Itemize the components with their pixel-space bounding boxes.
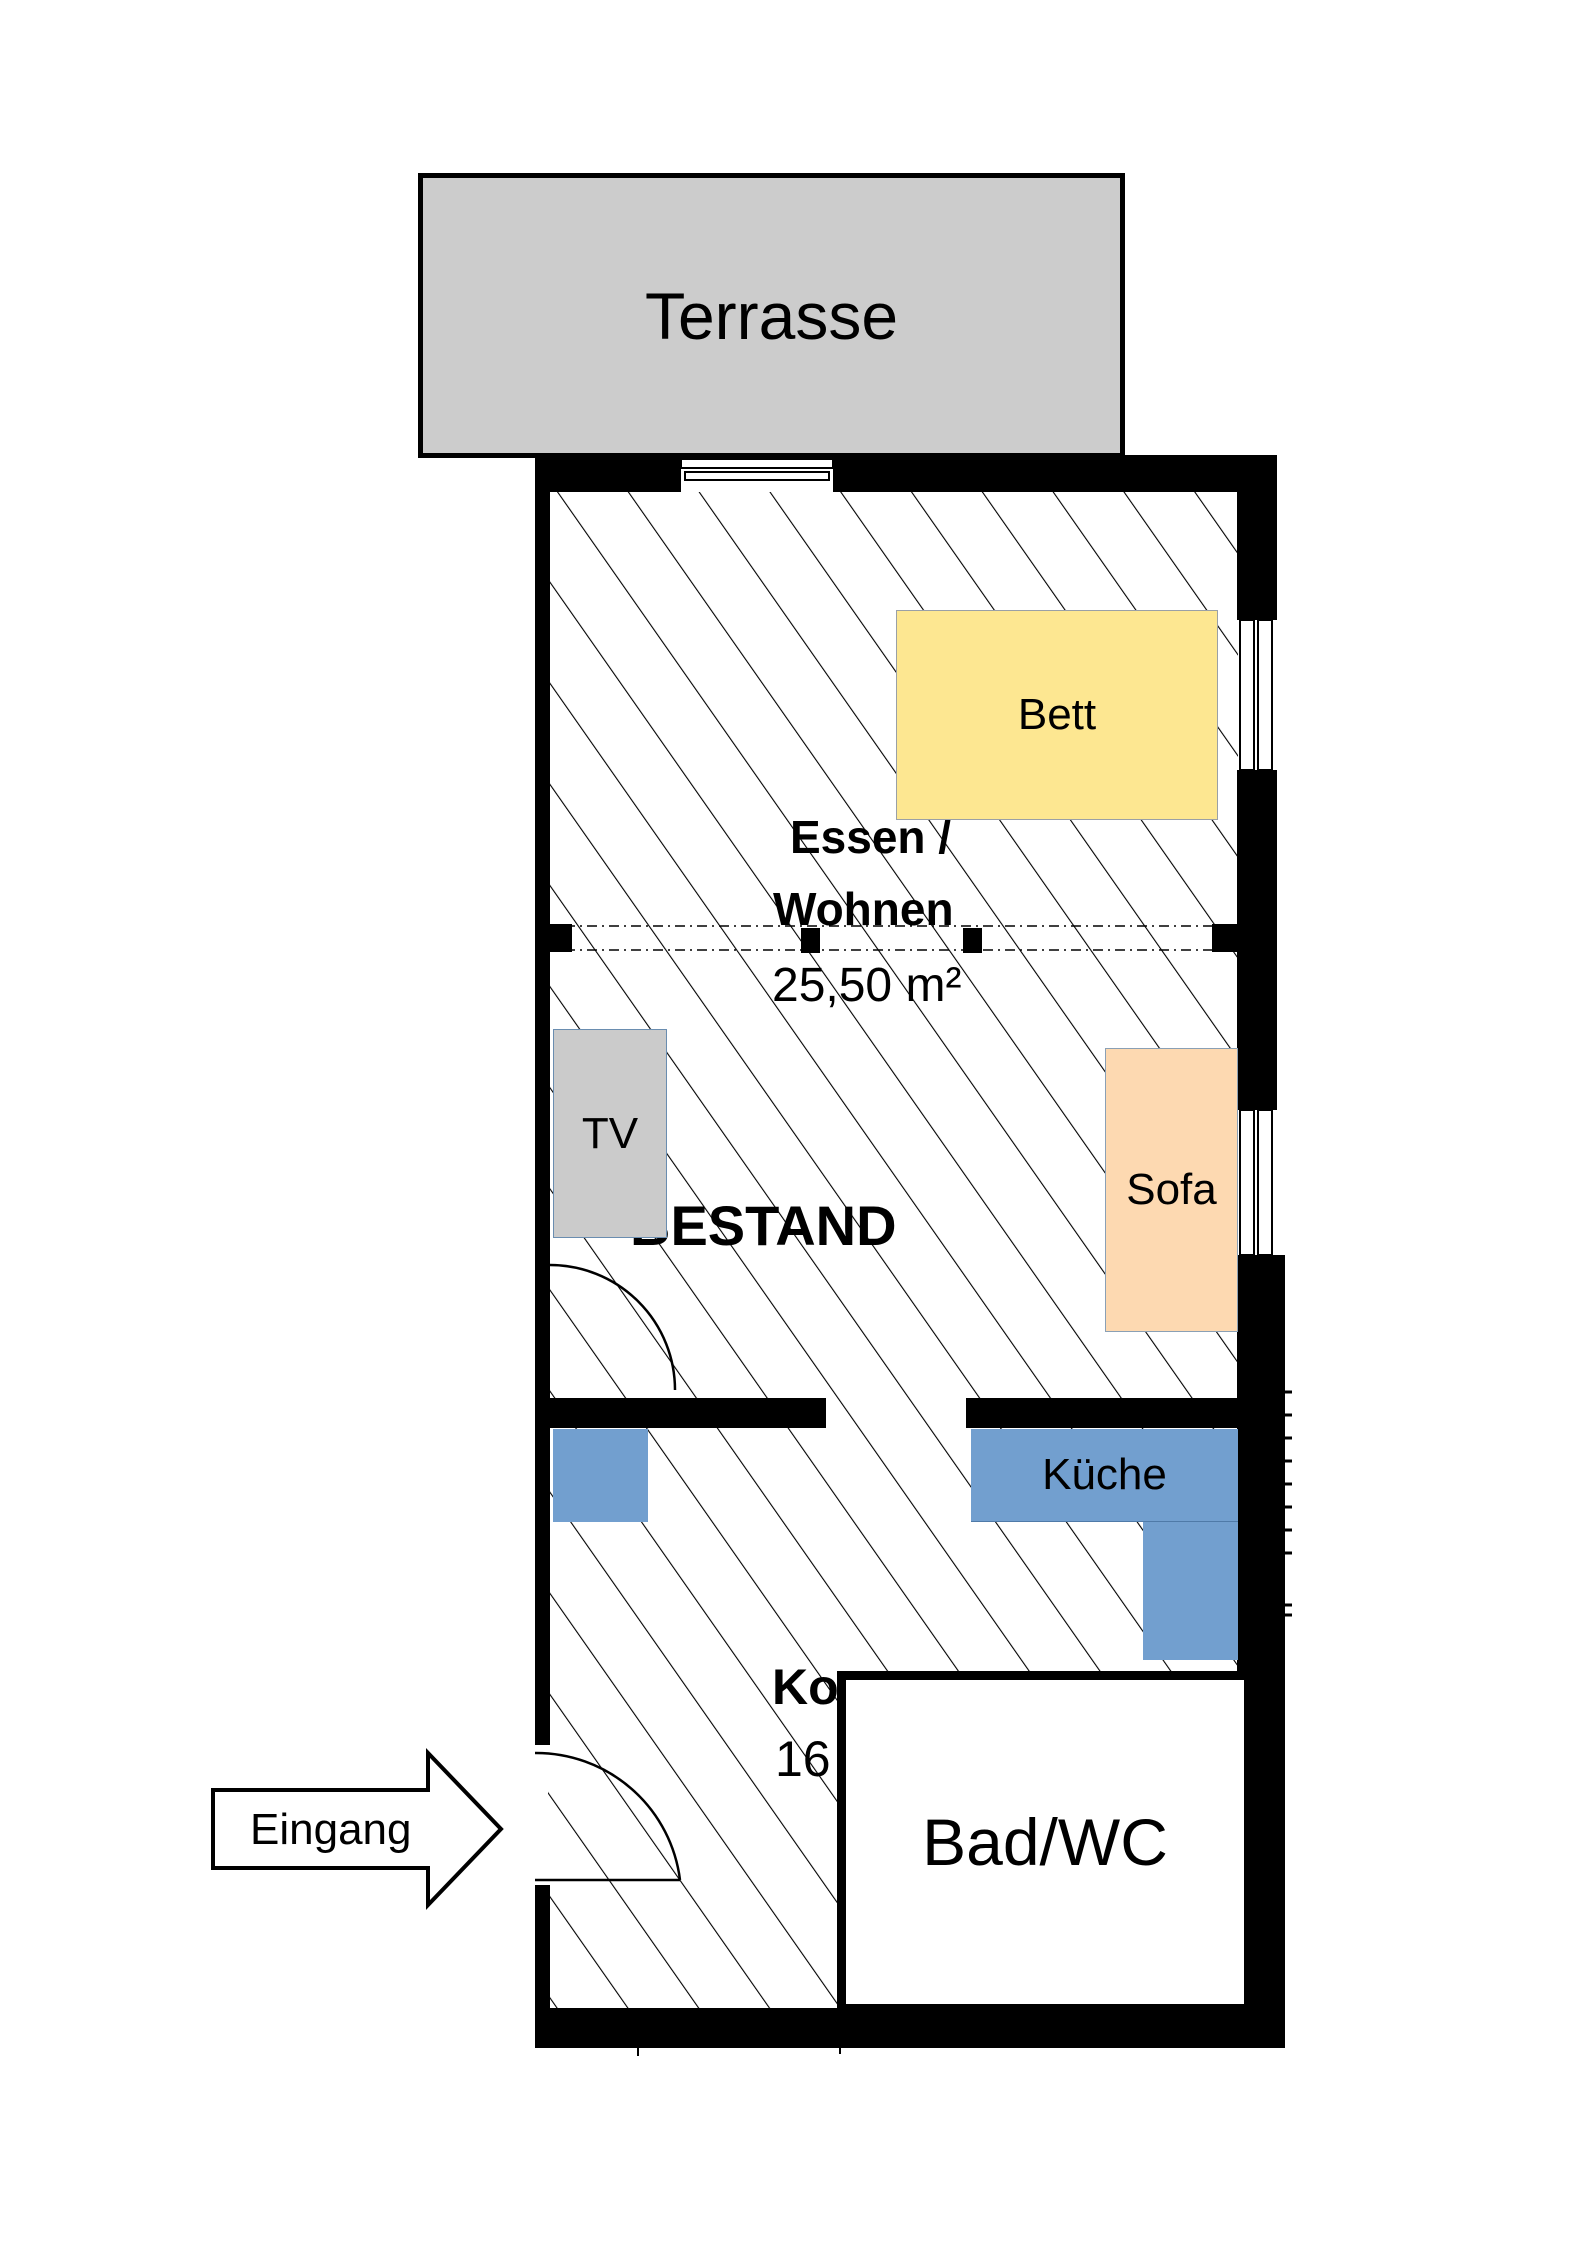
terrace: Terrasse <box>418 173 1125 458</box>
entrance-door-swing <box>534 1751 682 1882</box>
sofa: Sofa <box>1105 1048 1238 1332</box>
kitchen-cabinet-left <box>553 1429 648 1522</box>
kitchen-room-name: Ko <box>772 1659 839 1715</box>
bed-label: Bett <box>1017 690 1097 739</box>
bathroom-label: Bad/WC <box>922 1805 1168 1879</box>
terrace-label: Terrasse <box>644 278 899 353</box>
kitchen-room-area: 16 <box>775 1731 831 1787</box>
arrow-right-icon <box>211 1748 504 1910</box>
room-area: 25,50 m² <box>772 959 962 1012</box>
kitchen-counter: Küche <box>971 1429 1238 1522</box>
room-name-line2: Wohnen <box>773 883 954 935</box>
kitchen-label: Küche <box>1042 1450 1167 1499</box>
window-top <box>680 458 834 481</box>
kitchen-counter-leg <box>1143 1522 1238 1660</box>
tv: TV <box>553 1029 667 1238</box>
window-right-upper <box>1239 619 1273 771</box>
tv-label: TV <box>581 1108 639 1158</box>
bottom-ticks <box>637 2048 841 2056</box>
bed: Bett <box>896 610 1218 820</box>
exterior-ticks <box>1285 1390 1292 1617</box>
beam-line <box>548 924 1238 953</box>
status-stamp: BESTAND <box>630 1194 897 1257</box>
door-swing-living <box>549 1263 677 1391</box>
exterior-walls <box>535 455 1285 2048</box>
bathroom: Bad/WC <box>837 1671 1253 2013</box>
entrance-label: Eingang <box>250 1805 412 1854</box>
partition-walls <box>548 1398 1238 1428</box>
window-right-lower <box>1239 1109 1273 1256</box>
sofa-label: Sofa <box>1126 1165 1217 1214</box>
